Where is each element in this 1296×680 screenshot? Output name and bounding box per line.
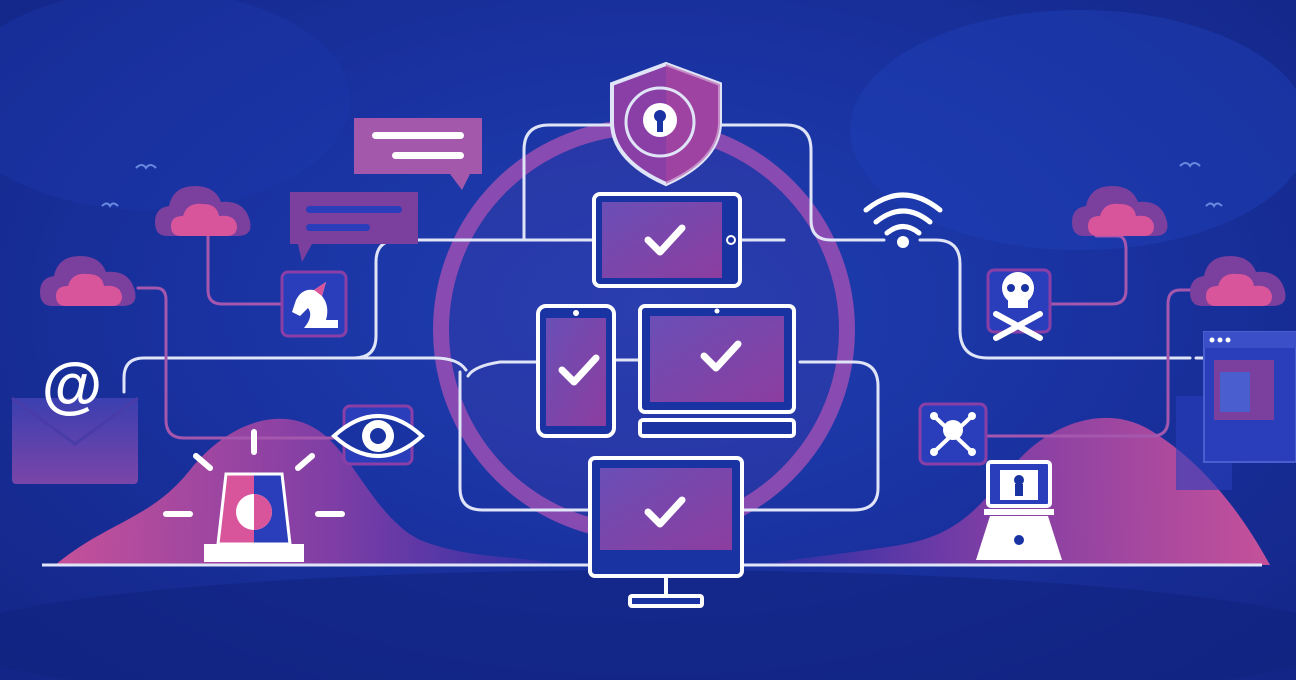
browser-window-icon <box>1176 331 1296 490</box>
cloud-icon <box>155 186 251 236</box>
skull-crossbones-icon <box>986 268 1052 341</box>
checkmark-icon <box>644 224 686 256</box>
background-blob <box>850 10 1296 250</box>
monitor-icon <box>588 456 744 608</box>
cloud-icon <box>1190 256 1286 306</box>
checkmark-icon <box>644 496 686 528</box>
bird-icon <box>101 162 1223 208</box>
tablet-icon <box>592 192 742 288</box>
hill-left <box>55 418 560 565</box>
cloud-icon <box>40 256 136 306</box>
alarm-siren-icon <box>163 429 345 562</box>
email-at-symbol: @ <box>42 351 102 420</box>
secondary-connections <box>136 234 1198 440</box>
malware-icon <box>918 402 988 466</box>
shield-lock-icon <box>610 61 722 187</box>
network-connections <box>122 123 1214 512</box>
background-floor-glow <box>0 570 1296 680</box>
typewriter-icon <box>976 460 1062 560</box>
chat-bubble-icon <box>354 118 482 190</box>
trojan-horse-icon <box>280 270 348 338</box>
chat-bubble-icon <box>290 192 418 262</box>
checkmark-icon <box>700 340 742 372</box>
background-blob <box>0 0 350 210</box>
cloud-icon <box>1072 186 1168 236</box>
phone-icon <box>536 304 616 438</box>
checkmark-icon <box>558 354 600 386</box>
eye-icon <box>331 404 425 466</box>
laptop-icon <box>638 304 796 438</box>
wifi-icon <box>863 192 943 248</box>
envelope-icon: @ <box>11 351 139 484</box>
